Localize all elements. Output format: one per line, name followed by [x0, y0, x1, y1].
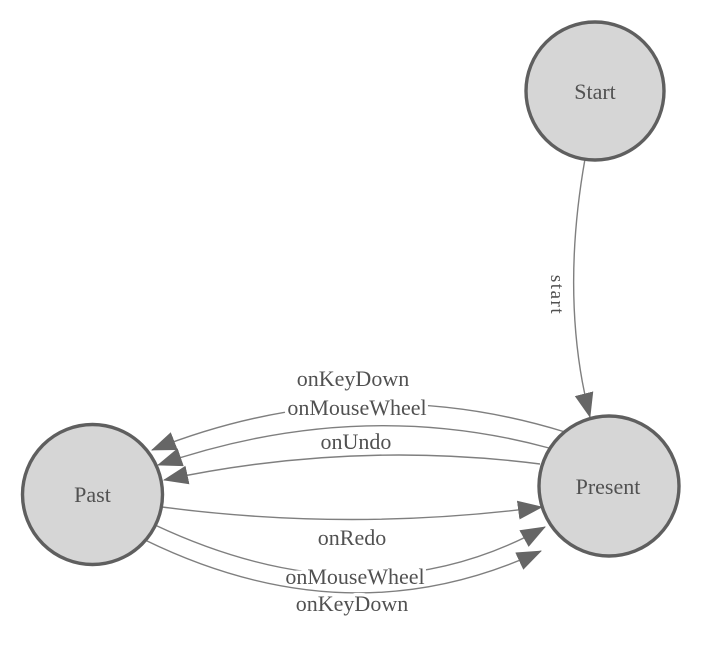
edge-line-onkeydown-top[interactable]: [151, 403, 566, 451]
edge-present-to-past-onmousewheel: onMouseWheel: [157, 392, 550, 467]
node-past-circle[interactable]: [20, 422, 165, 567]
edge-label-onkeydown-top: onKeyDown: [297, 366, 409, 391]
node-start[interactable]: Start: [524, 20, 666, 162]
node-past-label: Past: [74, 482, 111, 507]
node-start-circle[interactable]: [524, 20, 666, 162]
edge-past-to-present-onredo: onRedo: [161, 500, 543, 554]
edge-label-onmousewheel-top: onMouseWheel: [287, 395, 426, 420]
edge-present-to-past-onkeydown: onKeyDown: [151, 363, 566, 451]
node-present-label: Present: [576, 474, 641, 499]
edge-line-onmousewheel-top[interactable]: [157, 424, 550, 467]
edge-line-onundo[interactable]: [163, 454, 541, 485]
edge-line-onkeydown-bottom[interactable]: [144, 539, 542, 594]
edge-present-to-past-onundo: onUndo: [163, 426, 541, 485]
node-past[interactable]: Past: [20, 422, 165, 567]
edge-label-onmousewheel-bottom: onMouseWheel: [285, 564, 424, 589]
node-start-label: Start: [574, 79, 616, 104]
edge-label-onundo: onUndo: [321, 429, 392, 454]
edge-line-start[interactable]: [572, 158, 594, 418]
edge-label-onkeydown-bottom: onKeyDown: [296, 591, 408, 616]
edge-line-onredo[interactable]: [161, 500, 543, 521]
node-present[interactable]: Present: [537, 414, 681, 558]
edge-label-onredo: onRedo: [318, 525, 386, 550]
edge-line-onmousewheel-bottom[interactable]: [154, 524, 546, 577]
node-present-circle[interactable]: [537, 414, 681, 558]
edge-past-to-present-onmousewheel: onMouseWheel: [154, 524, 546, 593]
edge-start-to-present: start: [543, 158, 594, 418]
edge-label-start: start: [546, 275, 567, 315]
edge-past-to-present-onkeydown: onKeyDown: [144, 539, 542, 620]
